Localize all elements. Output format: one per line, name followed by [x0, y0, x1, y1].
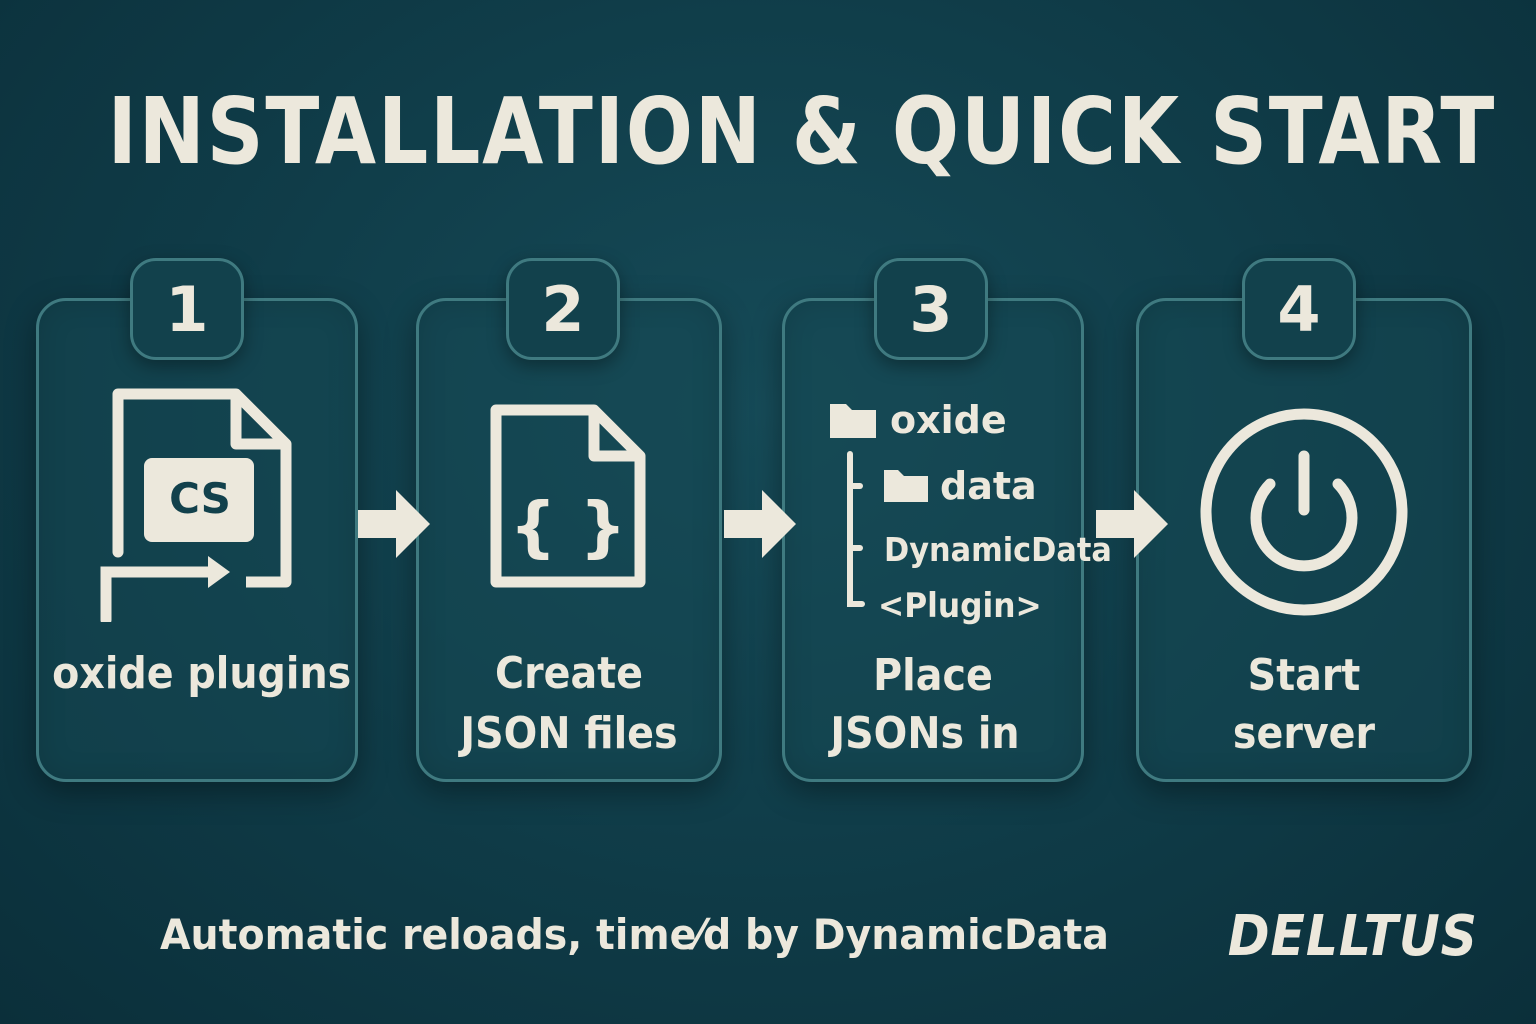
- step-label-2-line1: Create: [495, 648, 643, 699]
- folder-tree-icon: [830, 404, 928, 607]
- step-card-3: [782, 298, 1084, 782]
- step-label-2-line2: JSON files: [460, 708, 678, 759]
- step-label-4-line1: Start: [1247, 650, 1361, 701]
- step-label-3-line1: Place: [873, 650, 993, 701]
- power-icon: [1200, 408, 1408, 616]
- arrow-right-icon-2: [724, 490, 796, 558]
- arrow-right-icon-1: [358, 490, 430, 558]
- step-label-4-line2: server: [1232, 708, 1376, 759]
- step-label-1: oxide plugins: [52, 648, 352, 699]
- brand-logo: DELLTUS: [1227, 904, 1478, 969]
- step-card-4: [1136, 298, 1472, 782]
- step-number-1: 1: [130, 258, 244, 360]
- step-number-4: 4: [1242, 258, 1356, 360]
- cs-file-label: CS: [169, 474, 231, 523]
- step-number-3: 3: [874, 258, 988, 360]
- json-file-icon: [490, 404, 646, 588]
- tree-root-label: oxide: [890, 398, 1007, 442]
- cs-file-icon: [100, 388, 292, 622]
- footer-note: Automatic reloads, time⁄d by DynamicData: [160, 910, 1109, 959]
- step-number-2: 2: [506, 258, 620, 360]
- step-label-3-line2: JSONs in: [830, 708, 1020, 759]
- tree-item-plugin: <Plugin>: [878, 586, 1042, 626]
- arrow-right-icon-3: [1096, 490, 1168, 558]
- step-card-2: [416, 298, 722, 782]
- tree-child-label: data: [940, 464, 1037, 508]
- page-title: INSTALLATION & QUICK START: [107, 78, 1497, 185]
- json-braces-label: { }: [509, 488, 627, 565]
- tree-item-dynamicdata: DynamicData: [884, 530, 1112, 569]
